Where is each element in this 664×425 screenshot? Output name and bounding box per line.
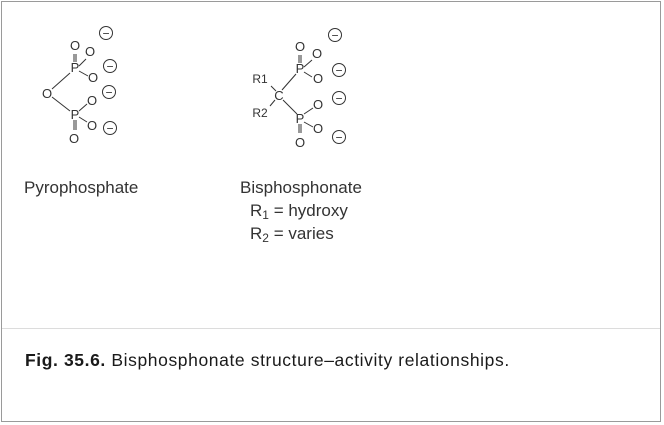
substituent-r2: R2 xyxy=(252,106,268,120)
caption-text: Bisphosphonate structure–activity relati… xyxy=(105,350,510,370)
r2-value: = varies xyxy=(268,224,334,243)
figure-number: Fig. 35.6. xyxy=(25,350,106,370)
atom-oxygen: O xyxy=(42,86,52,101)
atom-oxygen: O xyxy=(313,71,323,86)
minus-sign: − xyxy=(102,27,109,41)
minus-sign: − xyxy=(335,131,342,145)
substituent-r1: R1 xyxy=(252,72,268,86)
r2-subscript: 2 xyxy=(262,231,269,245)
atom-oxygen: O xyxy=(69,131,79,146)
negative-charge-icon xyxy=(328,28,342,42)
atom-phosphorus: P xyxy=(71,60,80,75)
negative-charge-icon xyxy=(332,63,346,77)
bond xyxy=(303,59,313,68)
bond xyxy=(282,99,298,115)
bond xyxy=(303,107,314,115)
bond xyxy=(78,116,88,123)
atom-oxygen: O xyxy=(85,44,95,59)
bond xyxy=(78,58,87,67)
negative-charge-icon xyxy=(332,91,346,105)
r1-symbol: R xyxy=(250,201,263,220)
bond xyxy=(303,71,313,78)
minus-sign: − xyxy=(105,86,112,100)
bond xyxy=(303,121,314,128)
atom-oxygen: O xyxy=(312,46,322,61)
bisphosphonate-label: Bisphosphonate xyxy=(240,178,362,197)
minus-sign: − xyxy=(335,92,342,106)
r2-symbol: R xyxy=(250,224,263,243)
negative-charge-icon xyxy=(99,26,113,40)
bond xyxy=(51,72,71,90)
bond xyxy=(269,99,276,107)
atom-oxygen: O xyxy=(88,70,98,85)
negative-charge-icon xyxy=(332,130,346,144)
minus-sign: − xyxy=(106,60,113,74)
bond xyxy=(78,70,89,77)
atom-carbon: C xyxy=(274,88,283,103)
r1-value: = hydroxy xyxy=(268,201,348,220)
bond xyxy=(281,73,297,91)
minus-sign: − xyxy=(106,122,113,136)
atom-oxygen: O xyxy=(313,121,323,136)
minus-sign: − xyxy=(335,64,342,78)
negative-charge-icon xyxy=(103,121,117,135)
atom-phosphorus: P xyxy=(296,111,305,126)
atom-oxygen: O xyxy=(295,135,305,150)
atom-oxygen: O xyxy=(87,118,97,133)
atom-oxygen: O xyxy=(295,39,305,54)
pyrophosphate-structure: O O P O O O P O O − − − − xyxy=(42,26,117,146)
atom-phosphorus: P xyxy=(296,61,305,76)
atom-oxygen: O xyxy=(70,38,80,53)
atom-oxygen: O xyxy=(87,93,97,108)
atom-phosphorus: P xyxy=(71,107,80,122)
figure-caption: Fig. 35.6. Bisphosphonate structure–acti… xyxy=(25,350,510,371)
r2-definition: R2 = varies xyxy=(250,224,334,245)
r1-subscript: 1 xyxy=(262,208,269,222)
minus-sign: − xyxy=(331,29,338,43)
negative-charge-icon xyxy=(103,59,117,73)
atom-oxygen: O xyxy=(313,97,323,112)
bisphosphonate-structure: O O P O R1 C R2 O P O O − − − − xyxy=(252,28,346,150)
r1-definition: R1 = hydroxy xyxy=(250,201,348,222)
pyrophosphate-label: Pyrophosphate xyxy=(24,178,139,197)
bond xyxy=(270,85,277,92)
bond xyxy=(51,96,71,112)
negative-charge-icon xyxy=(102,85,116,99)
caption-divider xyxy=(2,328,660,329)
bond xyxy=(78,103,88,112)
